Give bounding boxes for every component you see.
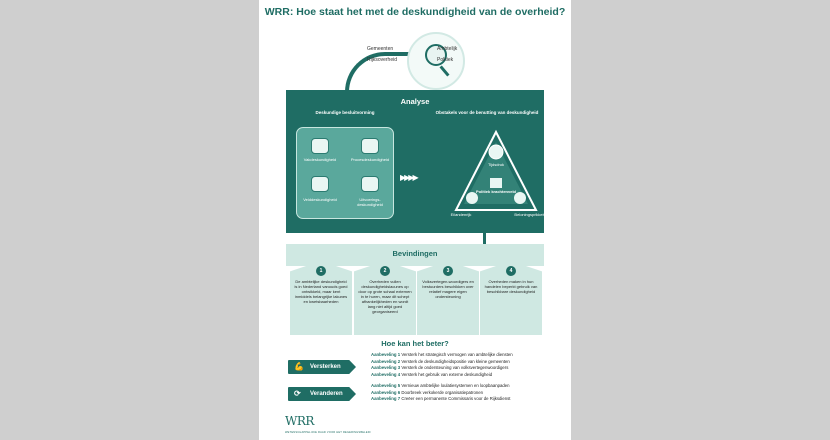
finding-text: De ambtelijke deskundigheid is in Nederl…	[294, 279, 348, 304]
finding-1: 1 De ambtelijke deskundigheid is in Nede…	[290, 261, 352, 335]
versterken-recs: Aanbeveling 1 Versterk het strategisch v…	[371, 352, 513, 378]
infographic-page: WRR: Hoe staat het met de deskundigheid …	[259, 0, 571, 440]
field-icon	[311, 176, 329, 192]
bevindingen-header: Bevindingen	[286, 244, 544, 266]
analyse-heading: Analyse	[400, 97, 430, 106]
obstacle-eilandenrijk: Eilandenrijk	[450, 212, 472, 217]
rec-item: Aanbeveling 1 Versterk het strategisch v…	[371, 352, 513, 357]
obstacle-politiek: Politiek krachtenveld	[475, 189, 516, 194]
people-icon	[361, 138, 379, 154]
veranderen-recs: Aanbeveling 5 Vernieuw ambtelijke loulat…	[371, 383, 510, 403]
right-heading: Obstakels voor de benutting van deskundi…	[435, 110, 539, 115]
veranderen-badge: ⟳ Veranderen	[288, 387, 356, 401]
bevindingen-heading: Bevindingen	[392, 249, 438, 258]
page-title: WRR: Hoe staat het met de deskundigheid …	[264, 6, 566, 18]
magnifier-icon	[425, 44, 447, 66]
label-gemeenten: Gemeenten	[367, 46, 394, 52]
finding-number: 1	[316, 266, 326, 276]
book-icon	[311, 138, 329, 154]
arm-icon: 💪	[294, 362, 304, 371]
connector-line	[483, 233, 486, 245]
finding-4: 4 Overheden maken in hun handelen beperk…	[480, 261, 542, 335]
label-rijksoverheid: Rijksoverheid	[367, 57, 398, 63]
obstacle-tijdsdruk: Tijdsdruk	[487, 162, 505, 167]
rec-item: Aanbeveling 5 Vernieuw ambtelijke loulat…	[371, 383, 510, 388]
finding-3: 3 Volksvertegen-woordigers en bestuurder…	[417, 261, 479, 335]
left-heading: Deskundige besluitvorming	[315, 110, 375, 115]
wrr-subtitle: WETENSCHAPPELIJKE RAAD VOOR HET REGERING…	[285, 431, 371, 434]
rec-item: Aanbeveling 6 Doorbreek verkokerde organ…	[371, 389, 484, 395]
finding-number: 4	[506, 266, 516, 276]
rec-item: Aanbeveling 2 Versterk de deskundigheids…	[371, 358, 510, 364]
finding-number: 2	[380, 266, 390, 276]
finding-text: Overheden maken in hun handelen beperkt …	[484, 279, 538, 294]
refresh-icon: ⟳	[294, 389, 301, 398]
item-uitvoering: Uitvoerings-deskundigheid	[357, 197, 383, 207]
hoe-heading: Hoe kan het beter?	[381, 339, 449, 348]
rec-item: Aanbeveling 7 Creëer een permanente Comm…	[371, 396, 511, 402]
connector-arc	[345, 52, 415, 100]
expertise-box: Vakdeskundigheid Procesdeskundigheid Vel…	[296, 127, 394, 219]
finding-2: 2 Overheden vullen deskundigheidslacunes…	[354, 261, 416, 335]
rec-item: Aanbeveling 4 Versterk het gebruik van e…	[371, 371, 493, 377]
versterken-badge: 💪 Versterken	[288, 360, 356, 374]
item-proces: Procesdeskundigheid	[350, 157, 390, 162]
arrow-chevrons: ▶▶▶▶	[400, 173, 419, 182]
finding-text: Volksvertegen-woordigers en bestuurders …	[422, 279, 474, 299]
obstacles-triangle	[454, 129, 538, 211]
worker-icon	[361, 176, 379, 192]
label-ambtelijk: Ambtelijk	[437, 46, 458, 52]
label-politiek: Politiek	[437, 57, 454, 63]
item-veld: Velddeskundigheid	[303, 197, 337, 202]
item-vak: Vakdeskundigheid	[303, 157, 337, 162]
finding-number: 3	[443, 266, 453, 276]
obstacle-beloning: Beloningsprikkels	[514, 212, 546, 217]
finding-text: Overheden vullen deskundigheidslacunes o…	[358, 279, 412, 314]
veranderen-label: Veranderen	[310, 390, 343, 397]
rec-item: Aanbeveling 3 Versterk de ondersteuning …	[371, 365, 509, 371]
wrr-logo: WRR	[285, 414, 314, 428]
analyse-section: Analyse Deskundige besluitvorming Obstak…	[286, 90, 546, 233]
versterken-label: Versterken	[310, 363, 341, 370]
